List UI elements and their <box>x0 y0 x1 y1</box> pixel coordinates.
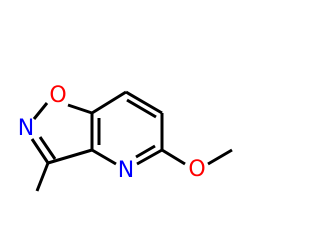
bond-n4-c3a <box>91 148 117 166</box>
atom-ring-nitrogen: N <box>18 116 34 141</box>
bond-n2-c3 <box>30 138 50 164</box>
bond-o-methyl <box>207 148 233 166</box>
bond-n2-c3-double <box>38 136 57 160</box>
bond-c5-n4 <box>136 148 163 166</box>
bond-c7-c6 <box>125 90 163 115</box>
atom-ring-oxygen: O <box>49 83 66 108</box>
bond-c7a-c7 <box>91 90 127 115</box>
molecule-diagram: O N N O <box>18 83 233 192</box>
bond-o1-c7a <box>67 103 93 115</box>
atom-pyridine-nitrogen: N <box>118 158 134 183</box>
bond-o1-n2 <box>32 102 49 120</box>
structure-canvas: O N N O <box>17 83 233 192</box>
atom-methoxy-oxygen: O <box>188 157 205 182</box>
bond-c3-methyl <box>35 162 50 192</box>
bond-c5-n4-double <box>135 144 156 159</box>
bond-c5-o <box>161 148 186 166</box>
bond-c7-c6-double <box>126 98 157 119</box>
bond-c3-c3a <box>47 148 93 165</box>
